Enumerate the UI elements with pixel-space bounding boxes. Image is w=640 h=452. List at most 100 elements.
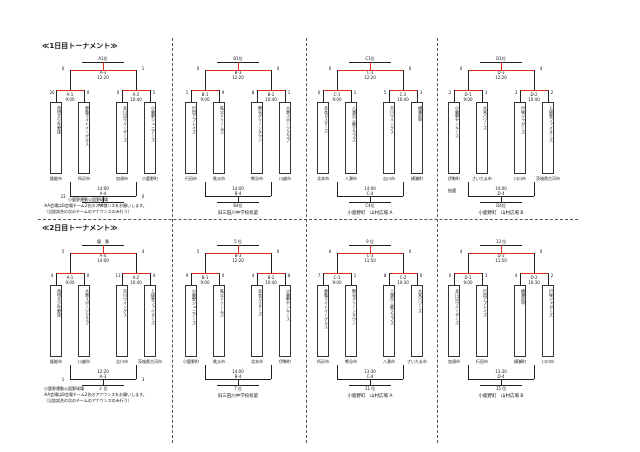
team-name: 小鹿野ジュニアーズ (192, 289, 197, 325)
semi-right-score-1: 11 (115, 273, 121, 278)
semi-left-score-1: 2 (448, 90, 452, 95)
final-label: A-4 (99, 253, 107, 258)
semi-right-score-2: 2 (550, 273, 554, 278)
semi-right-label: D-2 (530, 275, 538, 280)
winner-line (103, 62, 104, 70)
team-city: 北本市 (251, 359, 263, 364)
semi-left-time: 9:00 (463, 280, 473, 285)
cons-bracket-line (534, 365, 535, 379)
final-bracket-line (534, 253, 535, 273)
team-box: 北本Oスターズ (317, 102, 329, 174)
venue-label: 旧三田川中学校校庭 (217, 211, 259, 216)
column-divider (437, 38, 438, 443)
team-city: さいたま市 (407, 359, 427, 364)
team-name: 西埼玉少年野球 (57, 289, 62, 317)
final-label: B-3 (234, 70, 242, 75)
team-box: 行田アプレイズ (185, 102, 197, 174)
semi-right-label: C-2 (399, 275, 407, 280)
final-bracket-line (337, 253, 338, 273)
final-bracket-line (337, 253, 403, 254)
semi-right-score-2: 1 (287, 90, 291, 95)
team-city: 八潮市 (383, 359, 395, 364)
team-line (520, 273, 521, 285)
semi-right-score-2: 0 (419, 273, 423, 278)
team-name: 吉川ウイングス (390, 106, 395, 134)
team-name: 戸塚ジャガーズ (521, 106, 526, 134)
team-name: 八潮市三郷クラブズ (390, 289, 395, 325)
winner-line (238, 245, 239, 253)
cons-bracket-line (271, 182, 272, 196)
semi-right-score-1: 8 (383, 273, 387, 278)
semi-right-score-2: 2 (550, 90, 554, 95)
cons-label: C-4 (366, 191, 374, 196)
day2-note-2: （当該試合の次のチームのアナウンスのみ行う） (44, 398, 132, 403)
team-line (84, 90, 85, 102)
top-rank-label: A1位 (98, 56, 108, 61)
semi-right-label: D-2 (530, 92, 538, 97)
day1-note-1: ※A会場はB会場チーム2名のアナウンスをお願いします。 (44, 203, 147, 208)
team-name: 熊谷グリーンタウン (352, 289, 357, 325)
cons-bracket-line (403, 365, 404, 379)
team-box: 吉川ウイングス (383, 102, 395, 174)
final-bracket-line (337, 70, 338, 90)
team-name: 戸塚ジャガーズ (549, 289, 554, 317)
team-city: 八潮市 (345, 176, 357, 181)
rank-line (349, 385, 391, 386)
cons-stem (370, 196, 371, 202)
cons-stem (103, 196, 104, 202)
cons-time: 14:00 (364, 186, 376, 191)
team-name: 大東スポーツクラブ (286, 106, 291, 142)
final-bracket-line (403, 70, 404, 90)
semi-left-time: 9:00 (332, 97, 342, 102)
semi-right-score-2: 5 (152, 90, 156, 95)
team-line (454, 90, 455, 102)
rank-line (82, 385, 124, 386)
semi-left-time: 9:00 (200, 280, 210, 285)
cons-bracket-line (468, 365, 469, 379)
rank-line (480, 385, 522, 386)
top-rank-label: D1位 (496, 56, 506, 61)
bottom-rank-label: B4位 (233, 203, 243, 208)
team-box: 東亀ライトイーグルス (317, 285, 329, 357)
rank-line (480, 202, 522, 203)
cons-stem (501, 379, 502, 385)
semi-line (257, 273, 285, 274)
day1-note-2: （当該試合の次のチームのアナウンスのみ行う） (44, 209, 132, 214)
day2-title: ≪2日目トーナメント≫ (42, 224, 118, 232)
cons-stem (238, 196, 239, 202)
cons-stem (370, 379, 371, 385)
final-bracket-line (271, 70, 272, 90)
semi-line (454, 273, 482, 274)
team-name: 秩父ドリームズ (220, 106, 225, 134)
cons-score-right: 3 (141, 377, 145, 382)
final-label: B-3 (234, 253, 242, 258)
day2-note-venue: 小鹿野運動公園野球場 (44, 386, 84, 391)
final-score-left: 0 (61, 66, 65, 71)
final-bracket-line (205, 70, 271, 71)
team-name: 大宮パワーズ (483, 106, 488, 130)
semi-right-label: C-2 (399, 92, 407, 97)
semi-right-time: 10:40 (265, 280, 277, 285)
team-city: 秩父市 (213, 359, 225, 364)
team-line (389, 273, 390, 285)
team-line (150, 273, 151, 285)
cons-stem (103, 379, 104, 385)
team-line (122, 90, 123, 102)
semi-line (257, 90, 285, 91)
bottom-rank-label: 15 位 (495, 386, 507, 391)
cons-bracket-line (136, 182, 137, 196)
team-box: 八潮市三郷クラブズ (345, 102, 357, 174)
team-box: 北川辺ウイーザーズ (116, 102, 128, 174)
semi-right-label: A-2 (132, 275, 140, 280)
final-score-left: 0 (328, 66, 332, 71)
top-rank-label: 13 位 (495, 239, 507, 244)
cons-bracket-line (70, 182, 71, 196)
team-name: 横瀬武甲 (521, 289, 526, 305)
semi-left-time: 9:00 (65, 280, 75, 285)
team-box: 北本Oスターズ (251, 285, 263, 357)
team-city: 川口市 (514, 176, 526, 181)
team-city: 加須市 (116, 176, 128, 181)
